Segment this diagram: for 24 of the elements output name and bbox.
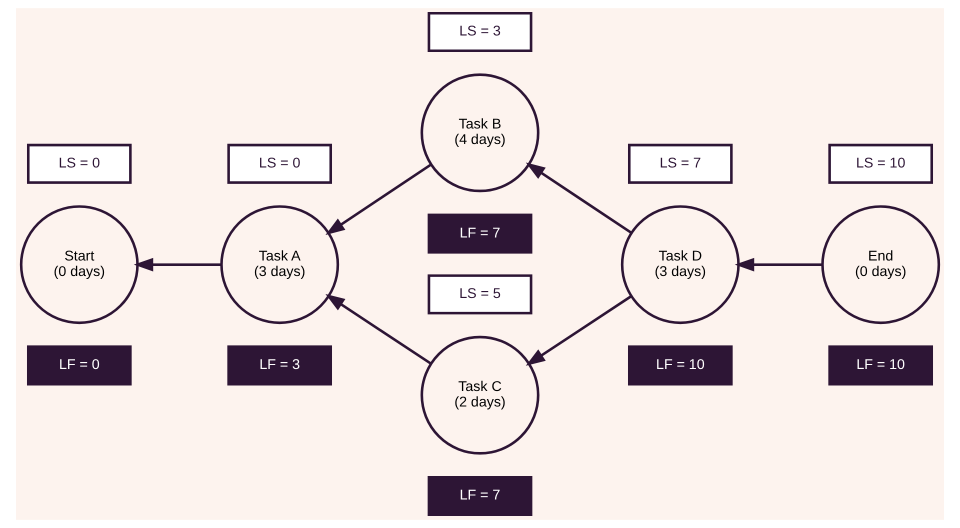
node-box: LF = 10 (628, 345, 733, 386)
node-circle: Task A (3 days) (220, 205, 340, 324)
node-box: LF = 10 (828, 345, 934, 386)
node-circle: Task D (3 days) (620, 205, 740, 324)
node-box: LS = 0 (227, 144, 332, 184)
node-circle: Task C (2 days) (420, 336, 540, 455)
arrow (134, 258, 222, 272)
node-box: LF = 7 (428, 476, 532, 516)
arrow (325, 164, 432, 235)
node-box: LS = 0 (26, 144, 132, 184)
node-box: LS = 3 (428, 12, 532, 52)
arrow (526, 295, 632, 366)
node-box: LF = 0 (26, 345, 132, 386)
node-circle: Start (0 days) (20, 205, 139, 324)
node-circle: Task B (4 days) (420, 73, 540, 192)
arrow (734, 258, 822, 272)
arrow (325, 294, 432, 365)
node-box: LS = 5 (428, 274, 532, 314)
node-circle: End (0 days) (821, 205, 940, 324)
node-box: LF = 7 (428, 214, 532, 254)
node-box: LS = 10 (828, 144, 934, 184)
node-box: LS = 7 (628, 144, 733, 184)
arrow (526, 162, 632, 234)
node-box: LF = 3 (227, 345, 332, 386)
